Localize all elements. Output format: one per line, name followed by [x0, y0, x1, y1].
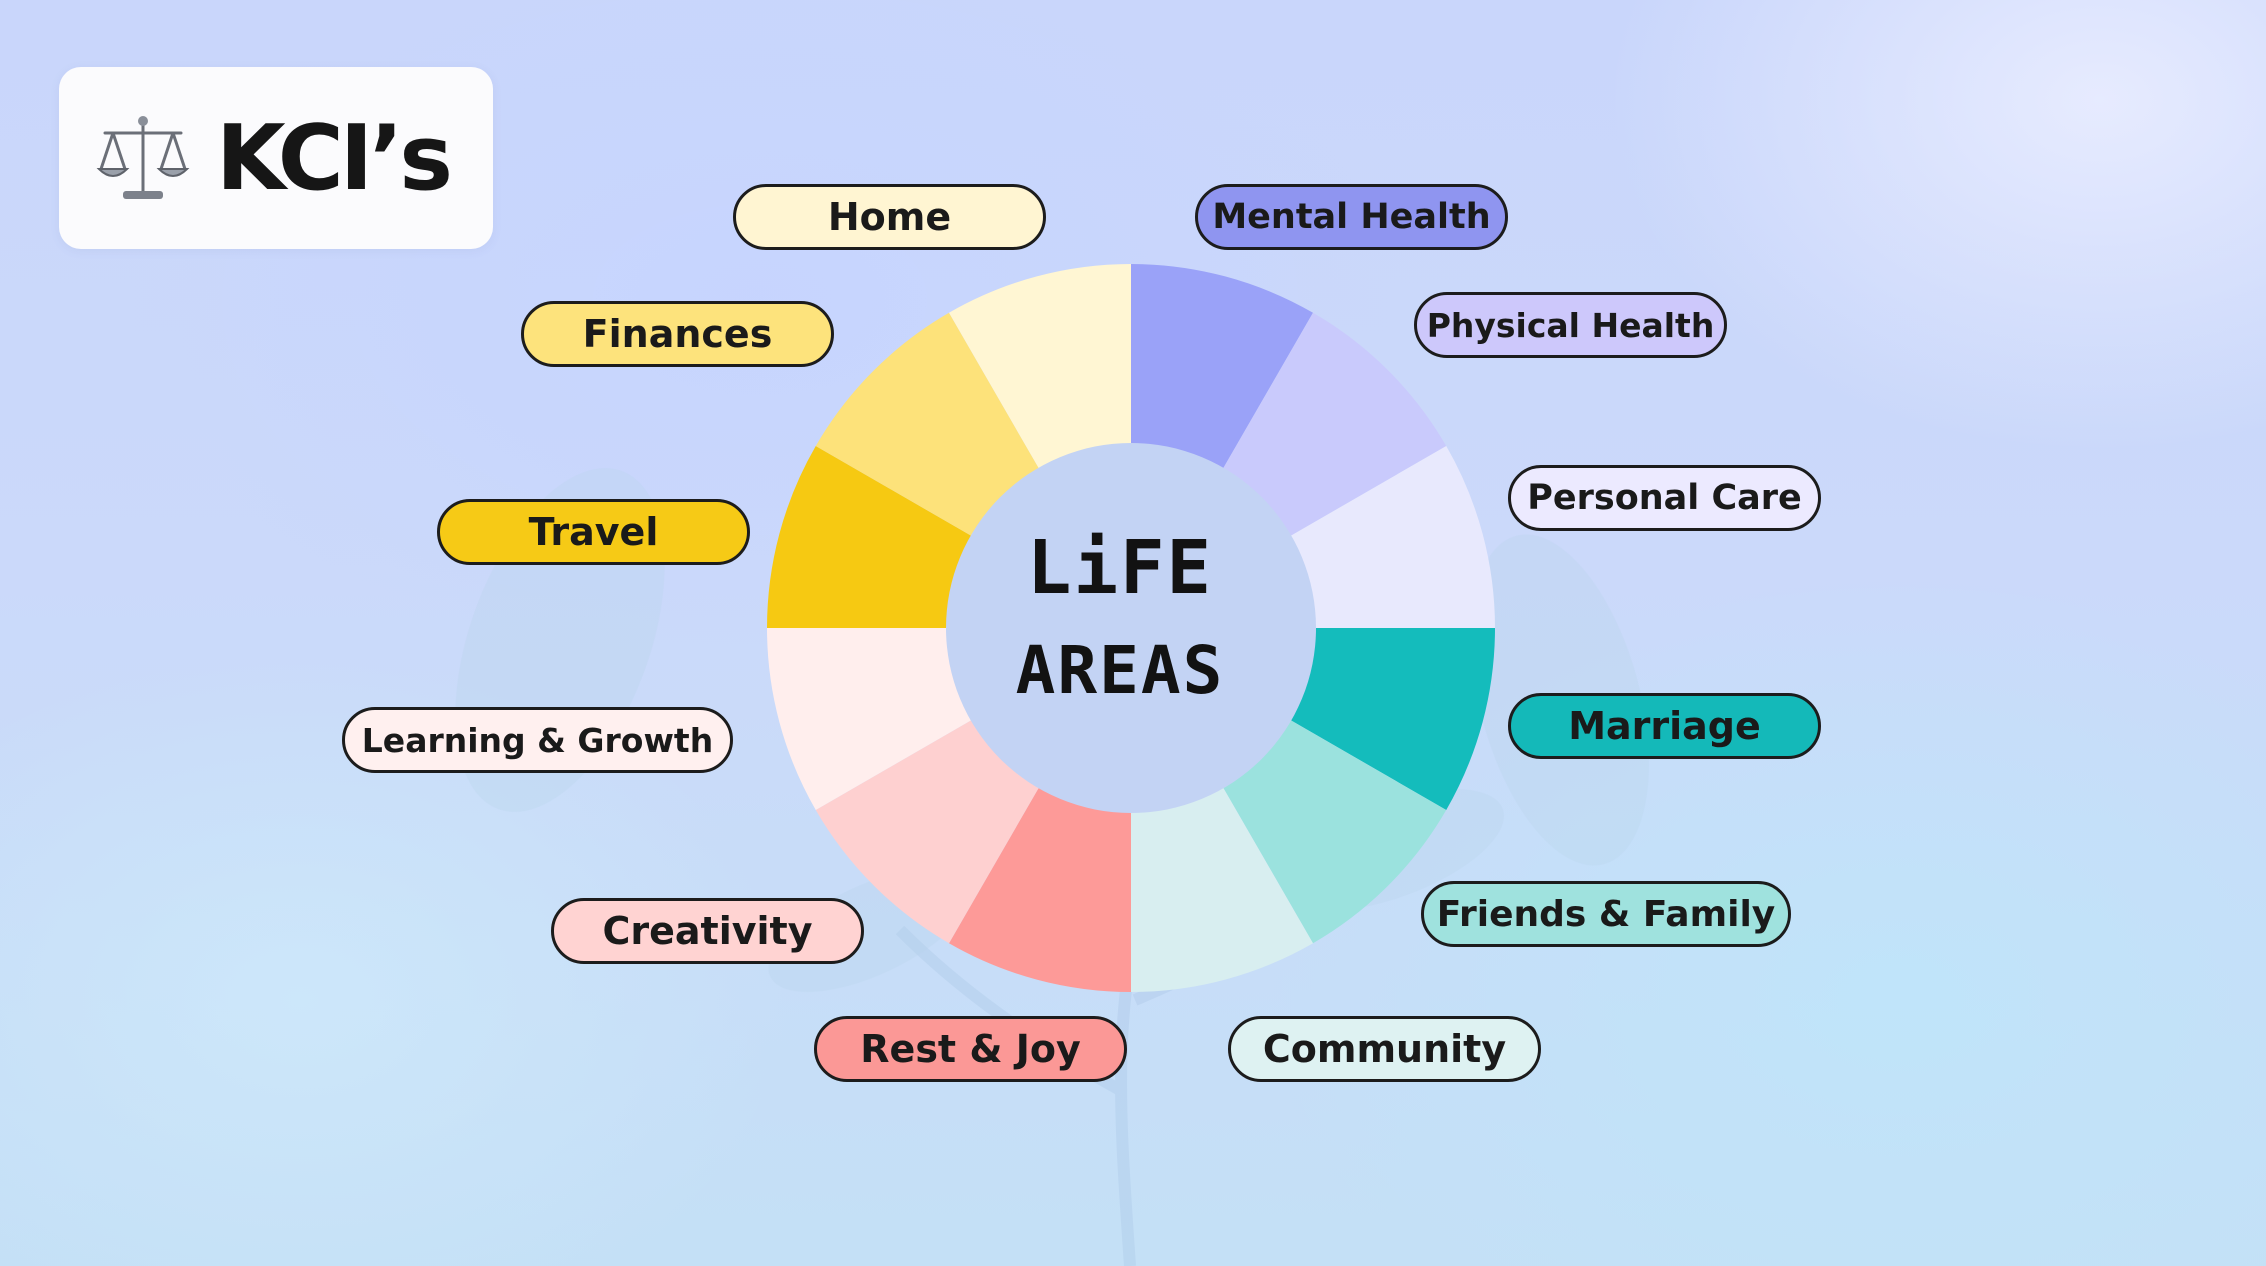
area-label: Mental Health: [1212, 197, 1491, 237]
area-pill-physical-health[interactable]: Physical Health: [1414, 292, 1727, 358]
area-label: Finances: [582, 312, 773, 356]
center-title-line-2: AREAS: [1015, 632, 1225, 709]
area-pill-rest-joy[interactable]: Rest & Joy: [814, 1016, 1127, 1082]
wheel-center: [946, 443, 1316, 813]
area-pill-finances[interactable]: Finances: [521, 301, 834, 367]
area-pill-personal-care[interactable]: Personal Care: [1508, 465, 1821, 531]
wheel-segment-rest-joy: [949, 787, 1131, 992]
wheel-segment-mental-health: [1131, 264, 1313, 469]
area-label: Travel: [528, 510, 659, 554]
logo-card: KCI’s: [59, 67, 493, 249]
area-label: Home: [827, 195, 952, 239]
area-pill-creativity[interactable]: Creativity: [551, 898, 864, 964]
center-title-line-1: LiFE: [1026, 525, 1214, 611]
area-label: Rest & Joy: [860, 1027, 1081, 1071]
wheel-segment-travel: [767, 446, 972, 628]
area-pill-marriage[interactable]: Marriage: [1508, 693, 1821, 759]
wheel-segment-marriage: [1290, 628, 1495, 810]
area-pill-home[interactable]: Home: [733, 184, 1046, 250]
area-label: Friends & Family: [1436, 893, 1776, 935]
area-label: Marriage: [1568, 704, 1761, 748]
wheel-segment-personal-care: [1290, 446, 1495, 628]
wheel-segment-finances: [815, 312, 1039, 536]
area-label: Personal Care: [1527, 478, 1802, 518]
wheel-segment-friends-family: [1223, 720, 1447, 944]
area-pill-community[interactable]: Community: [1228, 1016, 1541, 1082]
wheel-segment-physical-health: [1223, 312, 1447, 536]
logo-title: KCI’s: [216, 106, 453, 211]
area-pill-learning-growth[interactable]: Learning & Growth: [342, 707, 733, 773]
wheel-segment-learning-growth: [767, 628, 972, 810]
wheel-segment-community: [1131, 787, 1313, 992]
area-label: Community: [1262, 1027, 1507, 1071]
area-pill-travel[interactable]: Travel: [437, 499, 750, 565]
wheel-segment-home: [949, 264, 1131, 469]
area-pill-mental-health[interactable]: Mental Health: [1195, 184, 1508, 250]
area-label: Physical Health: [1426, 305, 1715, 345]
area-pill-friends-family[interactable]: Friends & Family: [1421, 881, 1791, 947]
balance-scale-icon: [96, 116, 190, 199]
wheel-segment-creativity: [815, 720, 1039, 944]
area-label: Learning & Growth: [361, 720, 714, 760]
area-label: Creativity: [602, 909, 813, 953]
